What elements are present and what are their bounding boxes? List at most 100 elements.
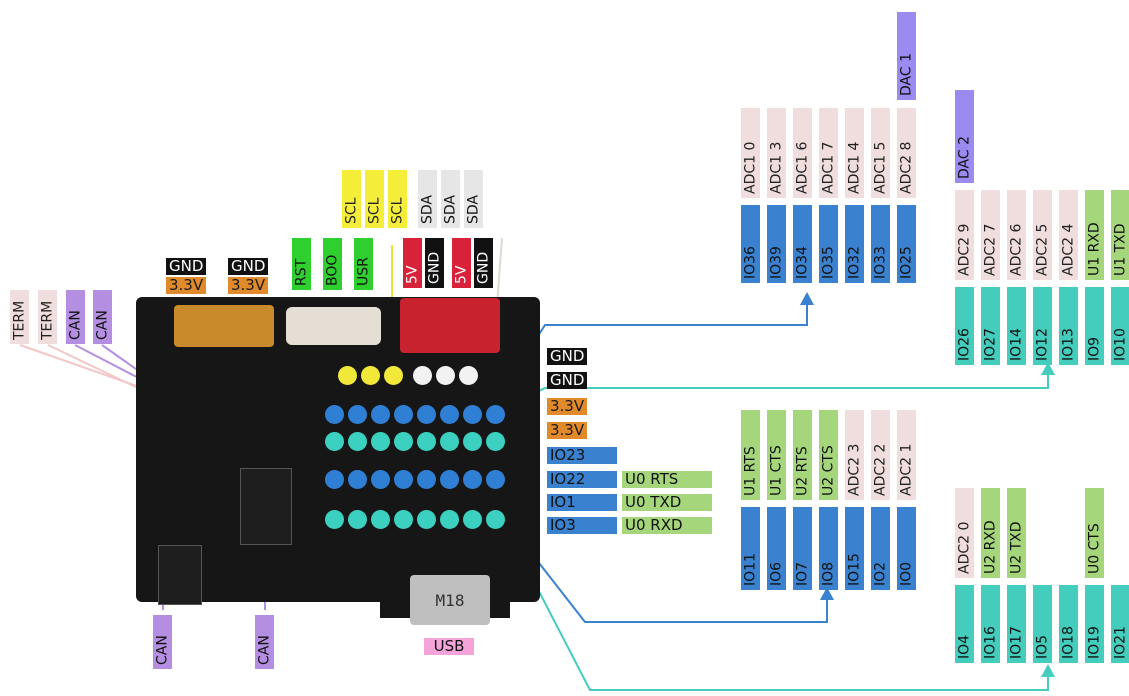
- scl-label-3: SCL: [388, 170, 407, 228]
- header-row-1-pin: [486, 405, 505, 424]
- header-row-2-pin: [325, 432, 344, 451]
- right-bottom-io-label-4: IO18: [1059, 585, 1078, 663]
- top-adc-label-0: ADC1 0: [741, 108, 760, 198]
- dac1-label: DAC 1: [897, 12, 916, 100]
- right-bottom-io-label-1: IO16: [981, 585, 1000, 663]
- v5-label-1: 5V: [403, 238, 422, 288]
- dac2-label: DAC 2: [955, 90, 974, 183]
- uart-io-2: IO1: [547, 494, 617, 511]
- right-top-alt-label-6: U1 TXD: [1111, 190, 1129, 280]
- right-top-io-label-6: IO10: [1111, 287, 1129, 365]
- header-row-3-pin: [348, 470, 367, 489]
- scl-pin: [338, 366, 357, 385]
- can-label-1: CAN: [66, 290, 85, 344]
- right-top-alt-label-1: ADC2 7: [981, 190, 1000, 280]
- scl-pin: [361, 366, 380, 385]
- header-row-3-pin: [463, 470, 482, 489]
- top-adc-label-4: ADC1 4: [845, 108, 864, 198]
- usb-label: USB: [424, 638, 474, 655]
- power-terminal: [174, 305, 274, 347]
- header-row-4-pin: [394, 510, 413, 529]
- top-io-label-2: IO34: [793, 205, 812, 283]
- uart-alt-3: U0 RXD: [622, 517, 712, 534]
- right-top-io-label-5: IO9: [1085, 287, 1104, 365]
- sda-label-1: SDA: [418, 170, 437, 228]
- header-row-1-pin: [440, 405, 459, 424]
- right-top-alt-label-2: ADC2 6: [1007, 190, 1026, 280]
- v5-label-2: 5V: [452, 238, 471, 288]
- mid-io-label-1: IO6: [767, 507, 786, 590]
- header-row-2-pin: [371, 432, 390, 451]
- header-row-1-pin: [394, 405, 413, 424]
- right-bottom-io-label-0: IO4: [955, 585, 974, 663]
- right-top-alt-label-4: ADC2 4: [1059, 190, 1078, 280]
- rst-label: RST: [292, 238, 311, 290]
- header-row-1-pin: [417, 405, 436, 424]
- top-io-label-1: IO39: [767, 205, 786, 283]
- mid-io-label-2: IO7: [793, 507, 812, 590]
- can-connector-2: [240, 468, 292, 545]
- top-io-label-5: IO33: [871, 205, 890, 283]
- header-row-2-pin: [394, 432, 413, 451]
- right-bottom-alt-label-1: U2 RXD: [981, 488, 1000, 578]
- header-row-1-pin: [371, 405, 390, 424]
- header-row-4-pin: [463, 510, 482, 529]
- right-bottom-alt-label-0: ADC2 0: [955, 488, 974, 578]
- right-bottom-io-label-5: IO19: [1085, 585, 1104, 663]
- mid-alt-label-3: U2 CTS: [819, 410, 838, 500]
- can-bottom-label-2: CAN: [255, 615, 274, 669]
- mid-alt-label-0: U1 RTS: [741, 410, 760, 500]
- right-v33-label-2: 3.3V: [547, 422, 588, 439]
- top-adc-label-2: ADC1 6: [793, 108, 812, 198]
- uart-io-0: IO23: [547, 447, 617, 464]
- right-top-io-label-4: IO13: [1059, 287, 1078, 365]
- right-gnd-label-2: GND: [547, 372, 588, 389]
- scl-label-1: SCL: [342, 170, 361, 228]
- right-top-io-label-1: IO27: [981, 287, 1000, 365]
- can-label-2: CAN: [93, 290, 112, 344]
- uart-alt-1: U0 RTS: [622, 471, 712, 488]
- header-row-4-pin: [371, 510, 390, 529]
- header-row-4-pin: [486, 510, 505, 529]
- right-bottom-io-label-2: IO17: [1007, 585, 1026, 663]
- gnd-connector-label-1: GND: [425, 238, 444, 288]
- header-row-3-pin: [325, 470, 344, 489]
- header-row-4-pin: [417, 510, 436, 529]
- top-io-label-4: IO32: [845, 205, 864, 283]
- right-top-io-label-3: IO12: [1033, 287, 1052, 365]
- sda-pin: [413, 366, 432, 385]
- header-row-2-pin: [486, 432, 505, 451]
- can-bottom-label-1: CAN: [153, 615, 172, 669]
- header-row-2-pin: [348, 432, 367, 451]
- mid-io-label-5: IO2: [871, 507, 890, 590]
- right-top-io-label-2: IO14: [1007, 287, 1026, 365]
- right-bottom-alt-label-5: U0 CTS: [1085, 488, 1104, 578]
- usb-marking: M18: [435, 590, 465, 610]
- header-row-2-pin: [463, 432, 482, 451]
- header-row-1-pin: [348, 405, 367, 424]
- right-bottom-io-label-6: IO21: [1111, 585, 1129, 663]
- sda-label-2: SDA: [441, 170, 460, 228]
- top-io-label-0: IO36: [741, 205, 760, 283]
- header-row-4-pin: [440, 510, 459, 529]
- mid-alt-label-4: ADC2 3: [845, 410, 864, 500]
- mid-io-label-6: IO0: [897, 507, 916, 590]
- top-io-label-6: IO25: [897, 205, 916, 283]
- uart-io-1: IO22: [547, 471, 617, 488]
- boo-label: BOO: [323, 238, 342, 290]
- mid-alt-label-6: ADC2 1: [897, 410, 916, 500]
- mid-io-label-4: IO15: [845, 507, 864, 590]
- mid-io-label-0: IO11: [741, 507, 760, 590]
- sda-pin: [459, 366, 478, 385]
- gnd-connector-label-2: GND: [474, 238, 493, 288]
- can-connector-1: [158, 545, 202, 605]
- header-row-3-pin: [440, 470, 459, 489]
- mid-alt-label-2: U2 RTS: [793, 410, 812, 500]
- top-adc-label-6: ADC2 8: [897, 108, 916, 198]
- usr-label: USR: [354, 238, 373, 290]
- header-row-4-pin: [325, 510, 344, 529]
- right-top-alt-label-5: U1 RXD: [1085, 190, 1104, 280]
- term-label-2: TERM: [38, 290, 57, 344]
- uart-io-3: IO3: [547, 517, 617, 534]
- scl-pin: [384, 366, 403, 385]
